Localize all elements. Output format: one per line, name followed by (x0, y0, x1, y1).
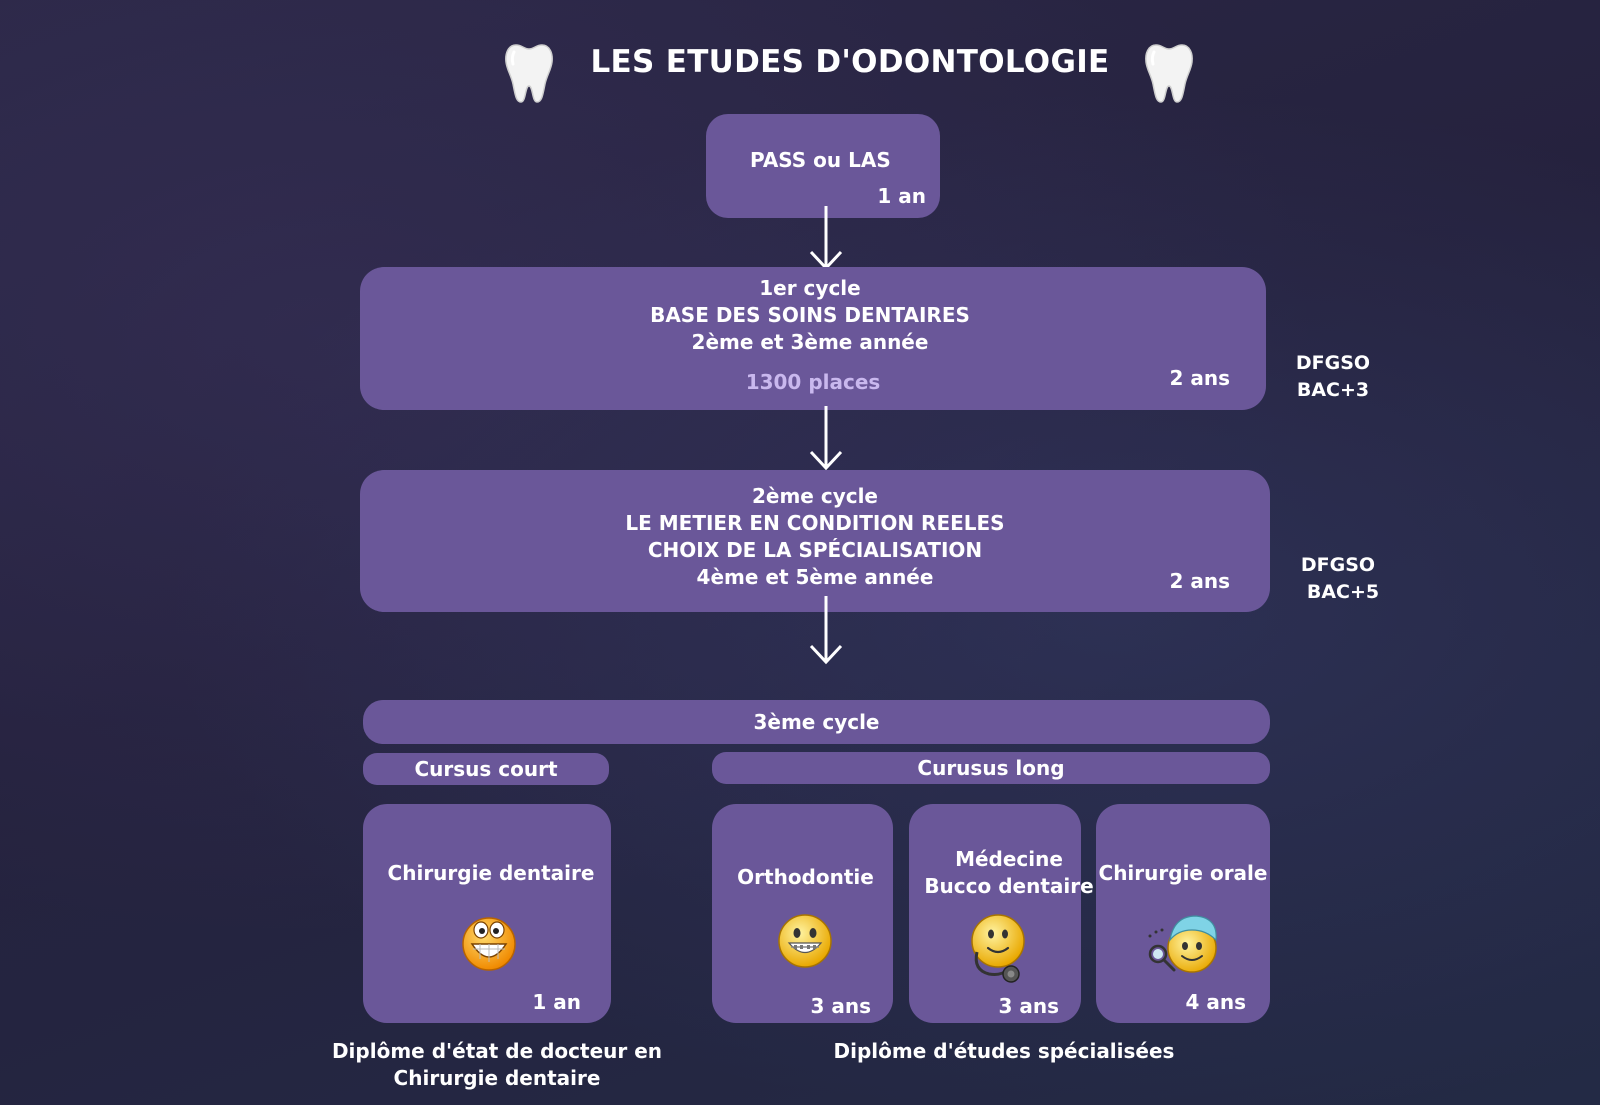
card-chirurgie-orale-title: Chirurgie orale (1098, 861, 1268, 885)
doctor-smiley-icon (971, 914, 1025, 983)
card-medecine-title-line2: Bucco dentaire (924, 874, 1094, 898)
third-cycle-bar: 3ème cycle (363, 700, 1270, 744)
first-cycle-duration: 2 ans (1169, 366, 1230, 390)
page-title: LES ETUDES D'ODONTOLOGIE (590, 44, 1110, 80)
second-cycle-degree-level: BAC+5 (1306, 581, 1380, 603)
pass-las-duration: 1 an (877, 184, 926, 208)
tooth-icon-left (505, 44, 553, 103)
first-cycle-places: 1300 places (745, 370, 881, 394)
card-orthodontie-title: Orthodontie (737, 865, 874, 889)
card-chirurgie-orale: Chirurgie orale 4 ans (1096, 804, 1270, 1023)
arrow-down-icon (809, 596, 843, 665)
second-cycle-degree: DFGSO BAC+5 (1290, 552, 1386, 606)
second-cycle-text: 2ème cycle LE METIER EN CONDITION REELES… (360, 483, 1270, 591)
card-orthodontie: Orthodontie 3 ans (712, 804, 893, 1023)
second-cycle-duration: 2 ans (1169, 569, 1230, 593)
card-medecine-duration: 3 ans (998, 994, 1059, 1018)
surgeon-smiley-icon (1148, 915, 1217, 973)
card-medecine-title: Médecine Bucco dentaire (923, 846, 1095, 900)
card-chirurgie-orale-duration: 4 ans (1185, 990, 1246, 1014)
card-orthodontie-duration: 3 ans (810, 994, 871, 1018)
braces-smiley-icon (778, 914, 832, 968)
arrow-down-icon (809, 206, 843, 271)
tooth-icon-right (1145, 44, 1193, 103)
first-cycle-degree-name: DFGSO (1295, 352, 1371, 374)
grinning-emoji-icon (462, 917, 516, 971)
first-cycle-title: 1er cycle (759, 276, 861, 300)
short-track-label: Cursus court (363, 753, 609, 785)
card-medecine-title-line1: Médecine (955, 847, 1063, 871)
second-cycle-years: 4ème et 5ème année (696, 565, 934, 589)
card-chirurgie-dentaire: Chirurgie dentaire 1 an (363, 804, 611, 1023)
first-cycle-degree: DFGSO BAC+3 (1288, 350, 1378, 404)
pass-las-label: PASS ou LAS (750, 148, 891, 172)
card-chirurgie-dentaire-title: Chirurgie dentaire (387, 861, 595, 885)
first-cycle-degree-level: BAC+3 (1296, 379, 1370, 401)
second-cycle-specialisation: CHOIX DE LA SPÉCIALISATION (647, 538, 983, 562)
short-track-caption-line2: Chirurgie dentaire (393, 1066, 601, 1090)
long-track-label: Curusus long (712, 752, 1270, 784)
second-cycle-box: 2ème cycle LE METIER EN CONDITION REELES… (360, 470, 1270, 612)
first-cycle-box: 1er cycle BASE DES SOINS DENTAIRES 2ème … (360, 267, 1266, 410)
second-cycle-degree-name: DFGSO (1300, 554, 1376, 576)
arrow-down-icon (809, 406, 843, 471)
short-track-caption: Diplôme d'état de docteur en Chirurgie d… (330, 1038, 664, 1092)
second-cycle-subtitle: LE METIER EN CONDITION REELES (625, 511, 1005, 535)
first-cycle-subtitle: BASE DES SOINS DENTAIRES (650, 303, 970, 327)
card-chirurgie-dentaire-duration: 1 an (532, 990, 581, 1014)
short-track-caption-line1: Diplôme d'état de docteur en (331, 1039, 663, 1063)
pass-las-box: PASS ou LAS 1 an (706, 114, 940, 218)
long-track-caption: Diplôme d'études spécialisées (833, 1039, 1175, 1063)
card-medecine-bucco-dentaire: Médecine Bucco dentaire 3 ans (909, 804, 1094, 1023)
first-cycle-years: 2ème et 3ème année (691, 330, 929, 354)
second-cycle-title: 2ème cycle (751, 484, 878, 508)
first-cycle-text: 1er cycle BASE DES SOINS DENTAIRES 2ème … (354, 275, 1266, 356)
